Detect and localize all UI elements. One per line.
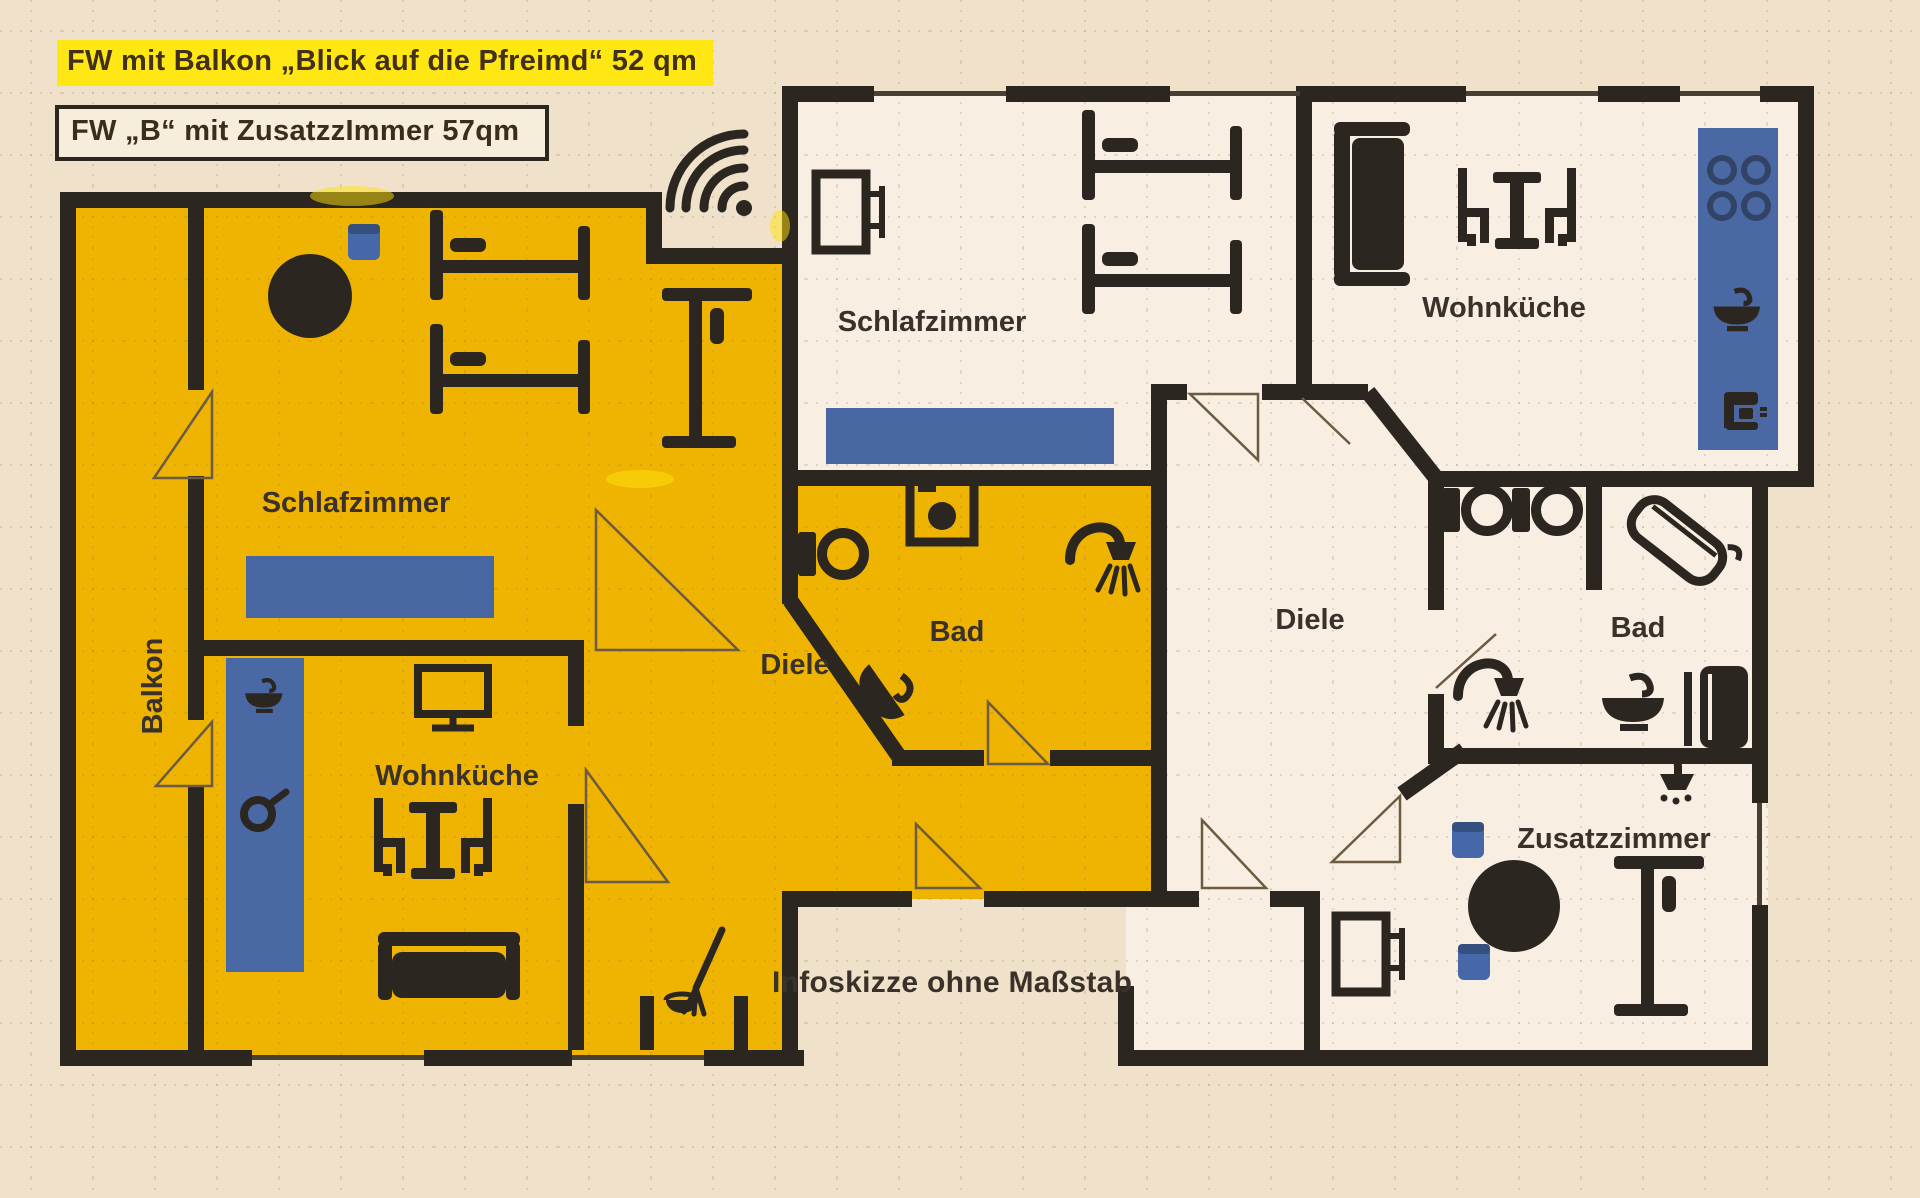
door-leaf xyxy=(1435,633,1497,689)
wall xyxy=(1118,986,1134,1058)
wall xyxy=(704,1050,804,1066)
wall xyxy=(646,248,798,264)
highlighter-dab xyxy=(606,470,674,488)
label-b-zusatzzimmer: Zusatzzimmer xyxy=(1517,823,1710,855)
wall xyxy=(1006,86,1170,102)
windows xyxy=(252,91,1762,1060)
highlighter-dab xyxy=(310,186,394,206)
label-b-bad: Bad xyxy=(1611,612,1666,644)
apartment-a-title: FW mit Balkon „Blick auf die Pfreimd“ 52… xyxy=(57,40,714,86)
wall xyxy=(1050,750,1151,766)
wall xyxy=(60,1050,252,1066)
furniture-apartment-b xyxy=(816,110,1778,1016)
furniture-apartment-a xyxy=(226,210,1138,1014)
wall xyxy=(1304,891,1320,1066)
wall xyxy=(1151,384,1167,907)
door-swing xyxy=(1200,816,1269,890)
wall xyxy=(984,891,1167,907)
window-sill xyxy=(1680,91,1760,96)
door-leaf xyxy=(1301,397,1351,445)
round-table-icon xyxy=(1468,860,1560,952)
wall xyxy=(1262,384,1368,400)
label-balkon: Balkon xyxy=(137,638,169,735)
label-b-wohnkueche: Wohnküche xyxy=(1422,292,1586,324)
sofa-icon xyxy=(378,932,520,1000)
door-swing xyxy=(594,507,742,652)
wall xyxy=(1798,86,1814,487)
wall-diagonal xyxy=(783,595,907,763)
door-swings xyxy=(151,387,1497,890)
wall xyxy=(782,891,912,907)
wall xyxy=(188,476,204,720)
wall xyxy=(568,640,584,726)
wall xyxy=(1598,86,1680,102)
wall xyxy=(782,86,798,486)
round-table-icon xyxy=(268,254,352,338)
label-b-schlafzimmer: Schlafzimmer xyxy=(838,306,1027,338)
wall xyxy=(892,750,984,766)
window-sill xyxy=(874,91,1006,96)
wall xyxy=(1300,86,1466,102)
door-swing xyxy=(914,820,984,890)
wall xyxy=(734,996,748,1050)
wall xyxy=(1296,86,1312,400)
wall xyxy=(782,891,798,1066)
door-swing xyxy=(1186,392,1260,463)
wall xyxy=(60,192,76,1066)
apartment-b-title: FW „B“ mit ZusatzzImmer 57qm xyxy=(55,105,550,161)
room-labels: Balkon Schlafzimmer Wohnküche Diele Bad … xyxy=(137,292,1711,855)
door-swing xyxy=(151,387,214,480)
sofa-icon xyxy=(1334,122,1410,286)
wall xyxy=(782,486,798,604)
stool-icon xyxy=(1452,822,1484,858)
wall xyxy=(1428,694,1444,764)
door-swing xyxy=(584,766,671,884)
wall xyxy=(1752,471,1768,803)
wall-diagonal xyxy=(1361,387,1443,483)
wall xyxy=(568,804,584,1050)
label-b-diele: Diele xyxy=(1275,604,1344,636)
wall xyxy=(1118,1050,1768,1066)
door-swing xyxy=(986,698,1051,766)
window-sill xyxy=(1757,803,1762,905)
wall xyxy=(204,640,584,656)
wall xyxy=(1151,384,1187,400)
label-a-schlafzimmer: Schlafzimmer xyxy=(262,487,451,519)
wall xyxy=(1436,471,1814,487)
label-a-bad: Bad xyxy=(930,616,985,648)
wifi-icon xyxy=(665,129,752,216)
wall xyxy=(188,786,204,1050)
scale-note: Infoskizze ohne Maßstab xyxy=(772,966,1133,999)
wall xyxy=(1270,891,1320,907)
wall xyxy=(188,192,204,390)
wall xyxy=(1586,478,1602,590)
wall xyxy=(424,1050,572,1066)
sideboard-icon xyxy=(826,408,1114,464)
wall xyxy=(640,996,654,1050)
highlighter-dab xyxy=(770,210,790,242)
stove-icon xyxy=(1707,155,1771,221)
wall xyxy=(782,86,874,102)
wall xyxy=(1167,891,1199,907)
sideboard-icon xyxy=(246,556,494,618)
window-sill xyxy=(1170,91,1300,96)
label-a-diele: Diele xyxy=(760,649,829,681)
door-swing xyxy=(153,718,214,788)
highlighter-marks xyxy=(310,186,790,488)
wall xyxy=(1428,748,1768,764)
window-sill xyxy=(252,1055,424,1060)
door-swing xyxy=(1328,793,1402,864)
stool-icon xyxy=(1458,944,1490,980)
wall xyxy=(1428,478,1444,610)
wall-diagonal xyxy=(1397,743,1469,801)
window-sill xyxy=(572,1055,704,1060)
label-a-wohnkueche: Wohnküche xyxy=(375,760,539,792)
walls xyxy=(60,86,1814,1066)
wall xyxy=(646,192,662,264)
stool-icon xyxy=(348,224,380,260)
window-sill xyxy=(1466,91,1598,96)
wall xyxy=(1752,905,1768,1066)
